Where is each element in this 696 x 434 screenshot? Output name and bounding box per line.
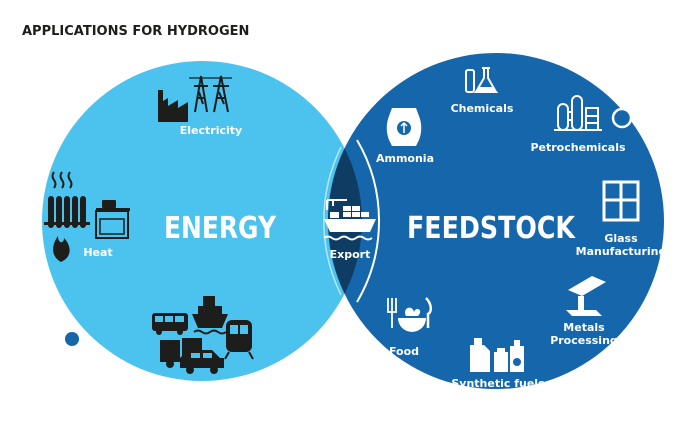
transport-label: Transport bbox=[170, 380, 230, 393]
decorative-dot-right bbox=[611, 107, 633, 129]
synthetic-fuels-label: Synthetic fuels bbox=[451, 377, 545, 390]
heat-label: Heat bbox=[83, 246, 112, 259]
energy-circle bbox=[42, 61, 362, 381]
overlap-outline-right bbox=[323, 146, 342, 296]
export-label: Export bbox=[330, 248, 371, 261]
window-icon bbox=[602, 180, 640, 222]
food-label: Food bbox=[389, 345, 419, 358]
processing-label: Processing bbox=[550, 334, 618, 347]
flask-and-beaker-icon bbox=[465, 67, 499, 93]
refinery-icon bbox=[554, 95, 602, 131]
steel-beam-icon bbox=[566, 276, 606, 316]
glass-label: Glass bbox=[604, 232, 638, 245]
manufacturing-label: Manufacturing bbox=[576, 245, 667, 258]
ammonia-label: Ammonia bbox=[376, 152, 434, 165]
energy-heading: ENERGY bbox=[164, 211, 277, 246]
cargo-ship-crane-icon bbox=[323, 199, 376, 241]
fuel-canisters-icon bbox=[470, 338, 524, 372]
power-plant-and-pylons-icon bbox=[158, 75, 232, 122]
petrochemicals-label: Petrochemicals bbox=[530, 141, 626, 154]
chemicals-label: Chemicals bbox=[451, 102, 514, 115]
electricity-label: Electricity bbox=[180, 124, 242, 137]
ship-bus-train-truck-car-icon bbox=[152, 296, 254, 374]
fertilizer-sack-icon bbox=[386, 108, 422, 146]
decorative-dot-left bbox=[63, 330, 81, 348]
diagram-title: APPLICATIONS FOR HYDROGEN bbox=[22, 24, 249, 39]
radiator-stove-flame-icon bbox=[44, 171, 130, 262]
overlap-outline bbox=[356, 139, 380, 303]
plate-fork-knife-icon bbox=[387, 297, 432, 332]
feedstock-heading: FEEDSTOCK bbox=[407, 211, 576, 246]
metals-label: Metals bbox=[563, 321, 605, 334]
